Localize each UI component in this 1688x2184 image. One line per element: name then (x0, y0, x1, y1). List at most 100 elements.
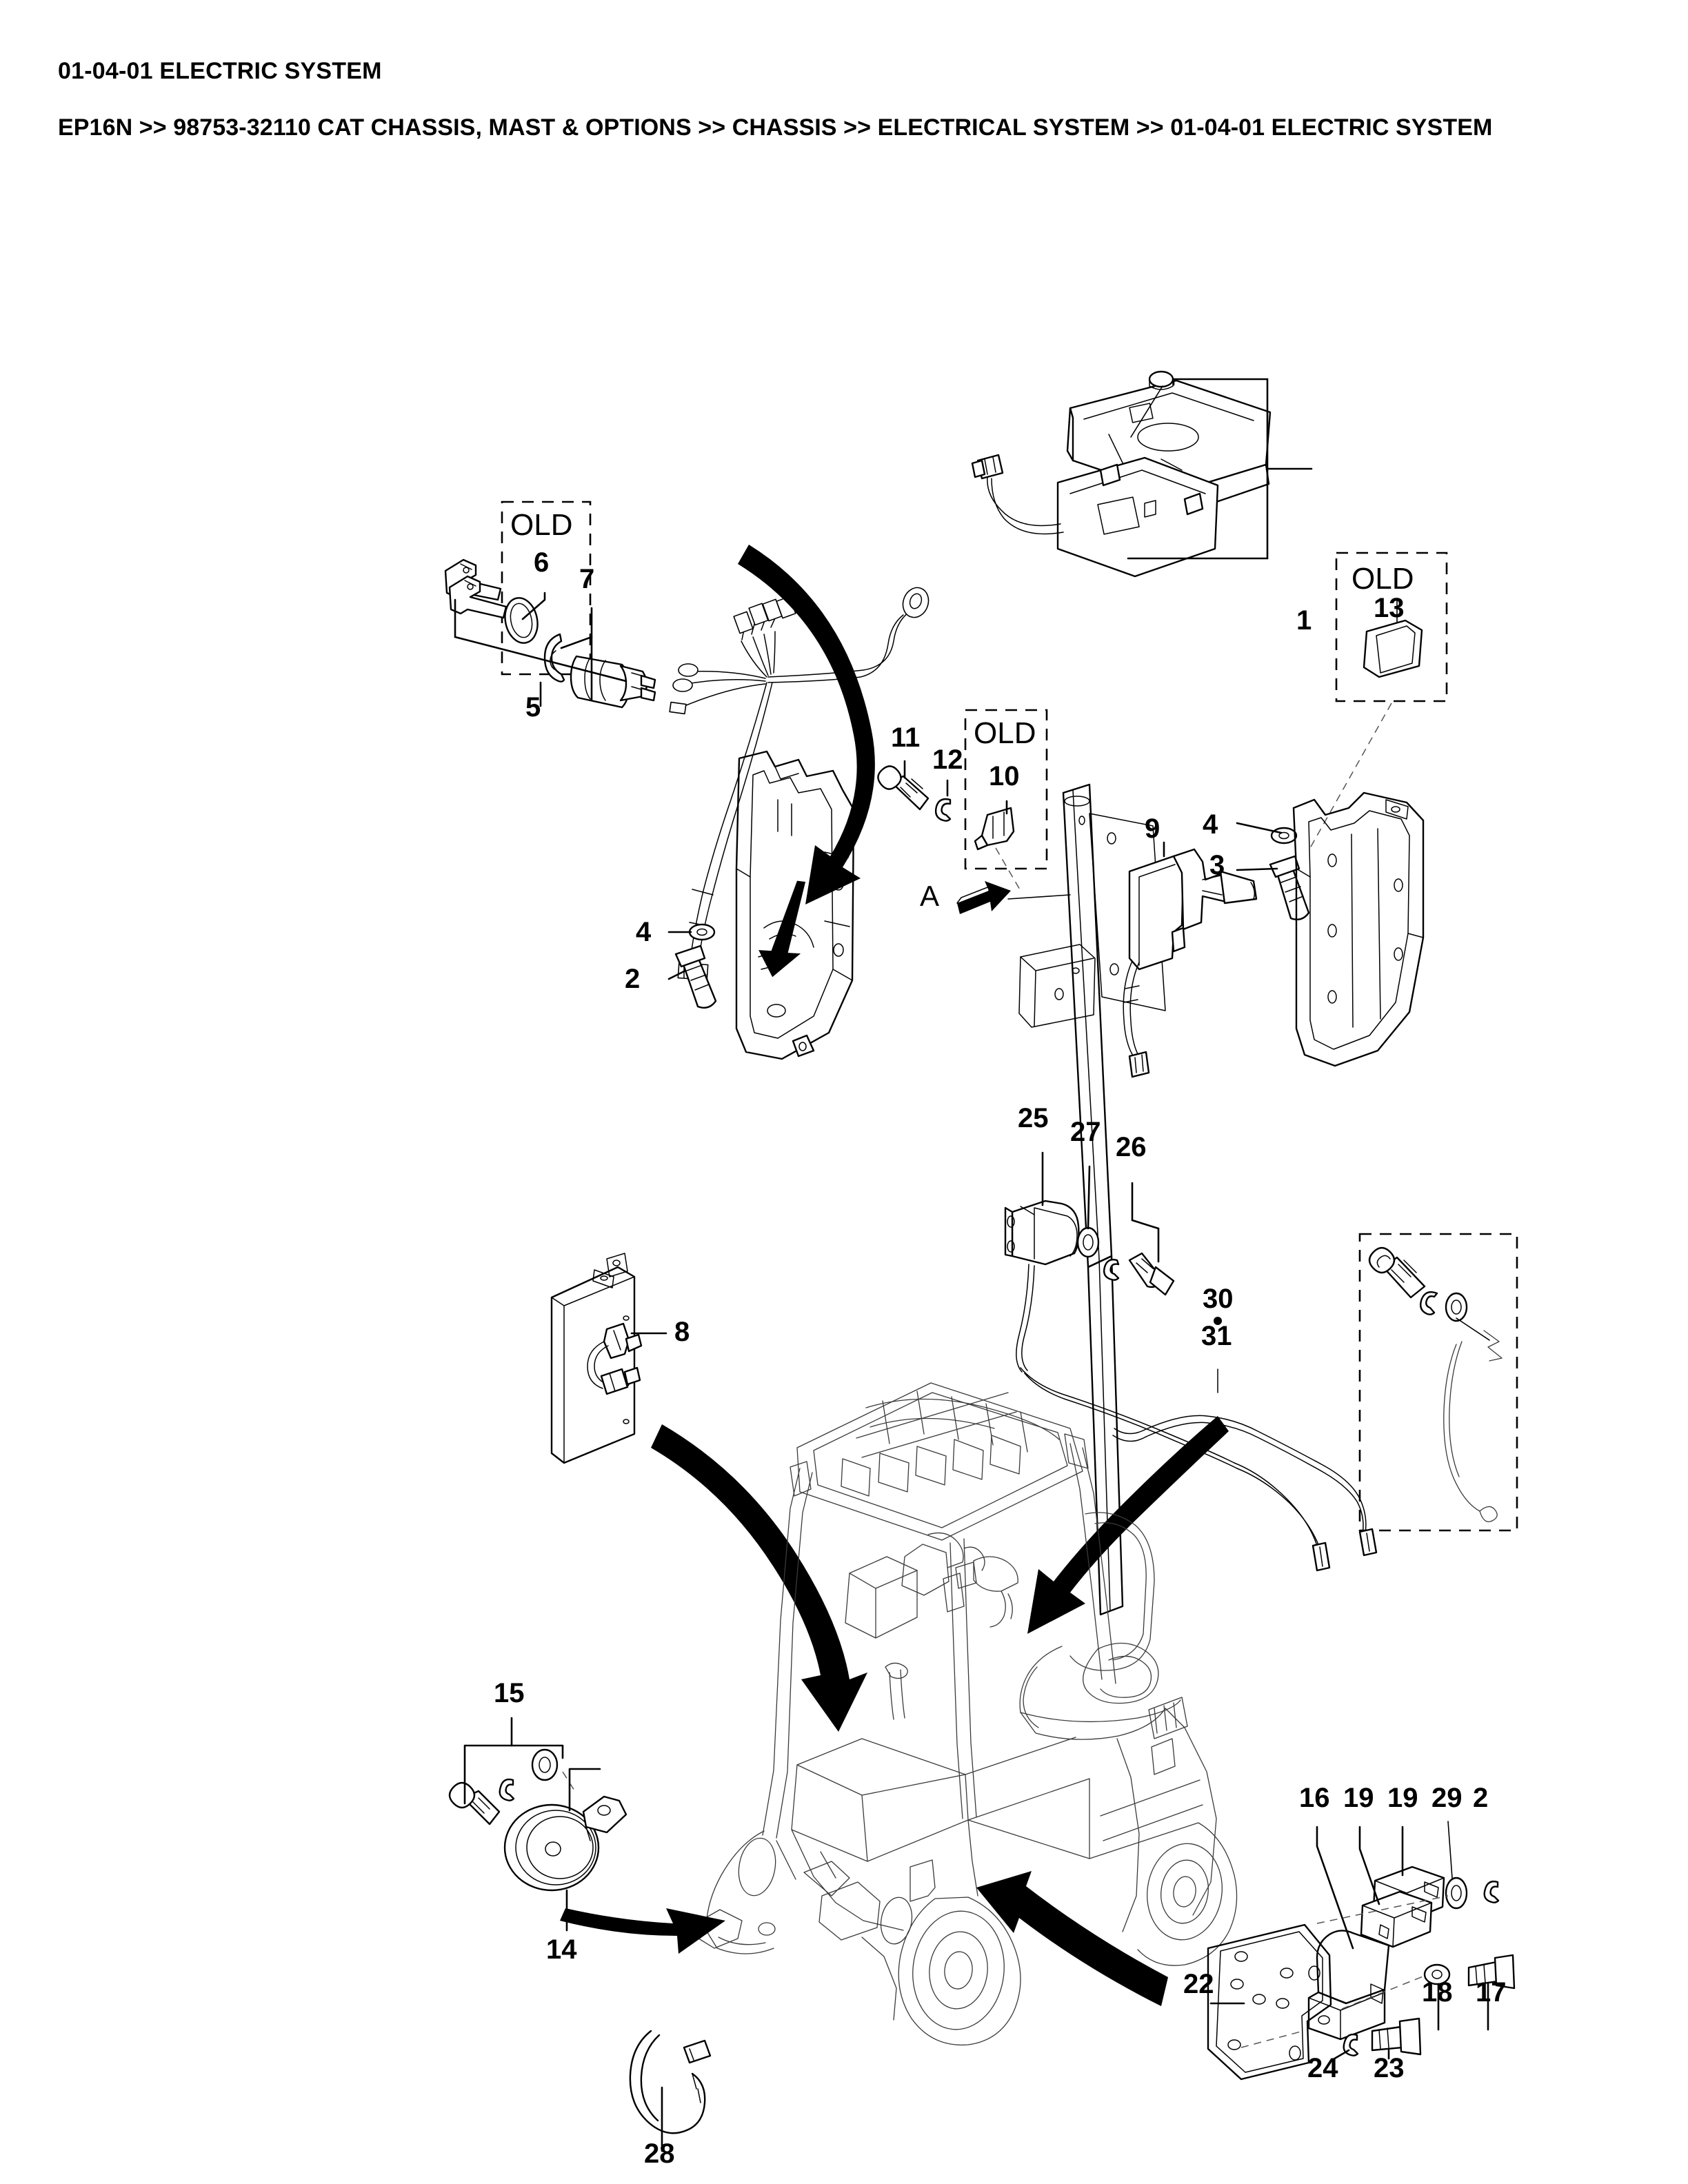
assembly-arrow-bracket-to-truck (976, 1871, 1168, 2006)
callout-19b: 19 (1387, 1783, 1418, 1813)
part-13-switch-cover (1363, 619, 1423, 678)
leader-4-right (1236, 822, 1283, 834)
callout-5: 5 (525, 692, 541, 722)
callout-28: 28 (644, 2138, 675, 2169)
part-4-washer-left (688, 923, 716, 941)
part-23-bolt (1371, 2017, 1422, 2056)
part-18-washer (1423, 1963, 1451, 1985)
callout-13: 13 (1374, 593, 1405, 623)
callout-4a: 4 (636, 917, 652, 947)
part-4-washer-right (1270, 827, 1298, 845)
part-7-retainer (543, 633, 565, 682)
part-22-mounting-plate (1207, 1923, 1332, 2081)
callout-24: 24 (1307, 2053, 1338, 2083)
callout-22: 22 (1183, 1969, 1214, 1999)
callout-23: 23 (1374, 2053, 1405, 2083)
guide-10 (995, 847, 1021, 891)
callout-1: 1 (1296, 605, 1312, 636)
callout-6: 6 (534, 547, 550, 578)
guide-13 (1309, 702, 1392, 849)
leader-7 (560, 607, 593, 649)
part-5-key-set (444, 558, 508, 619)
part-28-cable-tie (629, 2030, 712, 2134)
old-box-right-hardware (1358, 1233, 1518, 1532)
leader-19a (1358, 1826, 1380, 1905)
part-10-clamp (974, 807, 1015, 851)
old-box-10 (964, 709, 1048, 870)
part-9-lever-bracket (1123, 848, 1258, 1078)
leader-29 (1447, 1821, 1453, 1879)
breadcrumb: EP16N >> 98753-32110 CAT CHASSIS, MAST &… (58, 114, 1493, 141)
leader-2-left (667, 969, 687, 980)
callout-15: 15 (494, 1678, 525, 1708)
callout-3: 3 (1209, 850, 1225, 880)
callout-17: 17 (1476, 1977, 1507, 2008)
callout-2b: 2 (1473, 1783, 1489, 1813)
part-14-horn (503, 1795, 627, 1892)
part-15-horn-hardware (448, 1748, 559, 1826)
part-8-controller-box (550, 1253, 643, 1464)
leader-26 (1131, 1182, 1160, 1263)
assembly-arrow-horn-to-truck (560, 1908, 725, 1954)
leader-1-bracket (1127, 378, 1269, 560)
part-2-cclip-right (1483, 1880, 1500, 1903)
old-tag-keyswitch: OLD (510, 508, 573, 542)
callout-27: 27 (1070, 1117, 1101, 1147)
callout-26: 26 (1116, 1132, 1147, 1162)
page-title: 01-04-01 ELECTRIC SYSTEM (58, 58, 382, 84)
leader-15-b (568, 1768, 601, 1812)
part-1-display-panel (971, 370, 1272, 578)
callout-18: 18 (1422, 1977, 1453, 2008)
part-17-bolt (1467, 1954, 1516, 1990)
old-tag-13: OLD (1352, 562, 1414, 596)
leader-6 (521, 592, 546, 620)
section-a-arrow (956, 881, 1011, 914)
part-6-oring (504, 597, 539, 644)
callout-10: 10 (989, 761, 1020, 791)
part-2-screw-left (674, 944, 717, 1009)
part-25-switch-box (1004, 1200, 1331, 1572)
callout-19a: 19 (1343, 1783, 1374, 1813)
part-ignition-switch-body (570, 655, 656, 709)
part-26-bolt (1103, 1252, 1175, 1296)
callout-16: 16 (1299, 1783, 1330, 1813)
assembly-arrow-top-to-truck (1027, 1416, 1229, 1634)
part-12-lock-washer (934, 798, 952, 822)
part-3-screw-right (1269, 855, 1310, 920)
guide-15 (562, 1771, 577, 1794)
callout-31: 31 (1201, 1321, 1232, 1351)
old-tag-10: OLD (974, 716, 1036, 750)
callout-2: 2 (625, 964, 641, 994)
leader-16 (1316, 1826, 1354, 1950)
part-27-washer (1076, 1226, 1100, 1258)
part-11-bolt (877, 765, 930, 811)
forklift-illustration (696, 1382, 1238, 2045)
leader-24 (1331, 2049, 1350, 2061)
old-box-keyswitch (501, 501, 592, 676)
leader-15-bracket (463, 1744, 564, 1805)
right-dashed-hardware (1368, 1246, 1503, 1523)
callout-7: 7 (579, 564, 595, 594)
leader-5-a (454, 598, 627, 682)
part-30-31-wire-harness (1112, 1317, 1378, 1557)
guide-relay (1316, 1895, 1449, 2010)
callout-4b: 4 (1203, 809, 1218, 840)
part-29-washer (1445, 1877, 1468, 1910)
leader-A (1007, 894, 1071, 900)
leader-1-cap (1130, 385, 1163, 438)
old-box-13 (1335, 552, 1448, 702)
exploded-diagram-svg: .ln{fill:none;stroke:#000;stroke-width:2… (444, 370, 1518, 2152)
callout-25: 25 (1018, 1103, 1049, 1133)
assembly-arrow-harness-to-cover (738, 545, 875, 904)
mast-column (1018, 783, 1166, 1616)
leader-27 (1087, 1165, 1091, 1230)
part-19-relays (1360, 1866, 1445, 1948)
part-16-relay-bracket (1307, 1930, 1390, 2041)
leader-3-right (1236, 867, 1278, 871)
callout-14: 14 (546, 1934, 577, 1965)
assembly-arrow-8-to-truck (651, 1424, 867, 1732)
callout-8: 8 (674, 1317, 690, 1347)
install-arrow-left-cover (758, 880, 806, 978)
callout-9: 9 (1145, 813, 1160, 844)
